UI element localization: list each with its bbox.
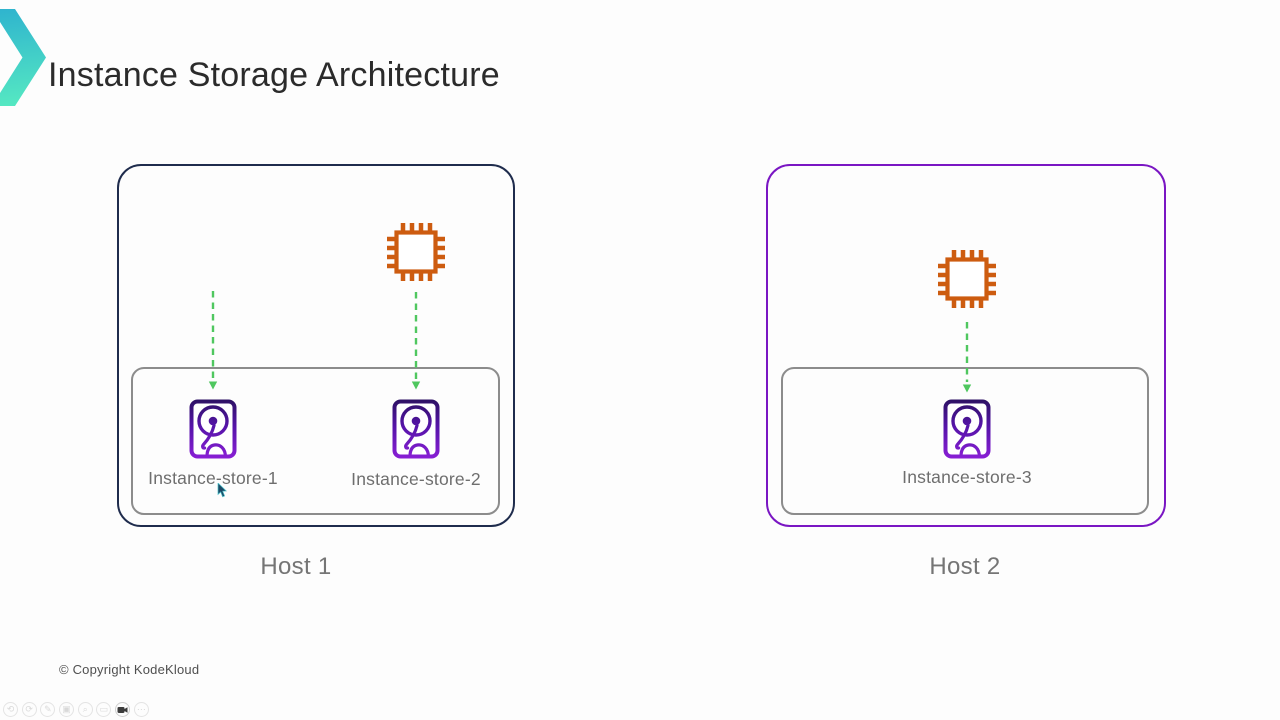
pencil-icon[interactable]: ✎ — [40, 702, 56, 717]
zoom-icon[interactable]: ⌕ — [77, 702, 93, 717]
screen-icon[interactable]: ▭ — [96, 702, 112, 717]
hard-disk-icon — [943, 399, 991, 459]
dashed-arrow-down — [411, 292, 421, 390]
more-icon[interactable]: ⋯ — [133, 702, 149, 717]
host1-label: Host 1 — [260, 553, 332, 580]
host1-box — [117, 164, 515, 527]
cpu-chip-icon — [387, 223, 445, 281]
instance-store-1-label: Instance-store-1 — [148, 468, 278, 488]
host2-instance-store-container — [781, 367, 1149, 515]
instance-store-3-label: Instance-store-3 — [902, 467, 1032, 487]
host2-box — [766, 164, 1166, 527]
host1-instance-store-container — [131, 367, 500, 515]
hard-disk-icon — [392, 399, 440, 459]
redo-icon[interactable]: ⟳ — [21, 702, 37, 717]
host2-label: Host 2 — [929, 553, 1001, 580]
undo-icon[interactable]: ⟲ — [3, 702, 18, 717]
layers-icon[interactable]: ▣ — [59, 702, 75, 717]
hard-disk-icon — [189, 399, 237, 459]
copyright-text: © Copyright KodeKloud — [59, 662, 200, 677]
mouse-cursor — [217, 483, 228, 498]
page-title: Instance Storage Architecture — [48, 56, 500, 94]
player-toolbar: ⟲ ⟳ ✎ ▣ ⌕ ▭ ⋯ — [3, 702, 149, 717]
instance-store-2-label: Instance-store-2 — [351, 469, 481, 489]
camera-icon[interactable] — [115, 702, 131, 717]
dashed-arrow-down — [962, 322, 972, 393]
dashed-arrow-down — [208, 291, 218, 390]
cpu-chip-icon — [938, 250, 996, 308]
kodekloud-logo-icon — [0, 9, 46, 106]
